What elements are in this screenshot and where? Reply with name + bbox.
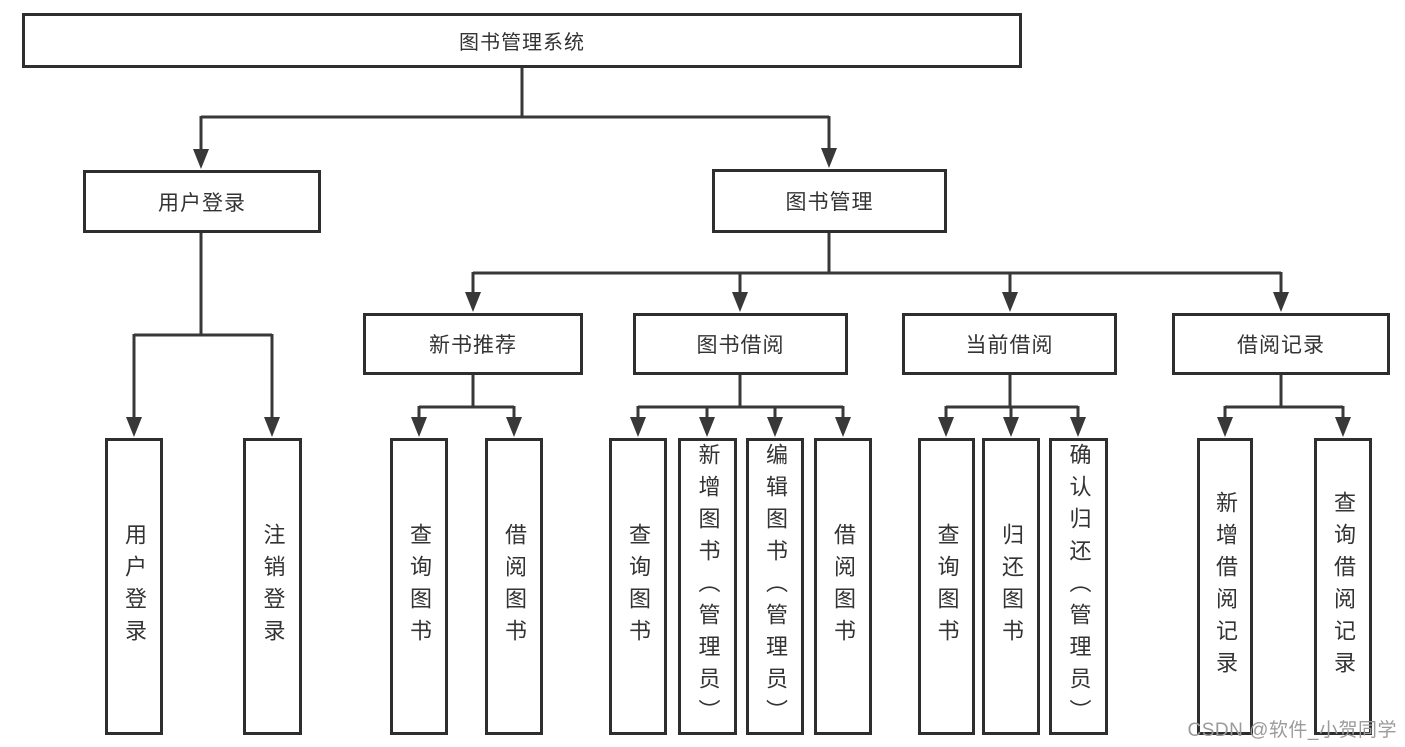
node-book-borrow-label: 图书借阅: [696, 334, 785, 357]
leaf-borrow-query: 查询图书: [609, 438, 667, 735]
leaf-borrow-edit-admin-label: 编辑图书（管理员）: [763, 442, 788, 731]
leaf-current-confirm-admin-label: 确认归还（管理员）: [1066, 442, 1092, 731]
leaf-borrow-add-admin-label: 新增图书（管理员）: [695, 442, 721, 731]
leaf-newbook-query: 查询图书: [390, 438, 448, 735]
leaf-current-return-label: 归还图书: [999, 522, 1024, 651]
node-root-system: 图书管理系统: [22, 13, 1022, 68]
leaf-current-query-label: 查询图书: [934, 522, 960, 651]
leaf-borrow-borrow-label: 借阅图书: [831, 522, 856, 651]
leaf-record-query: 查询借阅记录: [1314, 438, 1372, 735]
leaf-record-add: 新增借阅记录: [1197, 438, 1253, 735]
leaf-borrow-add-admin: 新增图书（管理员）: [678, 438, 737, 735]
leaf-newbook-borrow-label: 借阅图书: [502, 522, 527, 651]
node-new-book-label: 新书推荐: [429, 334, 517, 357]
leaf-current-return: 归还图书: [982, 438, 1040, 735]
leaf-user-login-label: 用户登录: [122, 522, 147, 651]
leaf-logout: 注销登录: [243, 438, 302, 735]
leaf-borrow-query-label: 查询图书: [626, 522, 651, 651]
node-book-management: 图书管理: [712, 169, 947, 233]
node-new-book-recommend: 新书推荐: [363, 313, 583, 375]
node-root-label: 图书管理系统: [459, 32, 585, 54]
node-borrow-record: 借阅记录: [1172, 313, 1390, 375]
node-book-borrow: 图书借阅: [633, 313, 848, 375]
leaf-borrow-edit-admin: 编辑图书（管理员）: [746, 438, 804, 735]
leaf-current-confirm-admin: 确认归还（管理员）: [1049, 438, 1108, 735]
leaf-newbook-borrow: 借阅图书: [485, 438, 543, 735]
node-current-borrow: 当前借阅: [902, 313, 1117, 375]
leaf-borrow-borrow: 借阅图书: [814, 438, 872, 735]
leaf-user-login: 用户登录: [105, 438, 163, 735]
node-book-management-label: 图书管理: [785, 191, 874, 214]
leaf-logout-label: 注销登录: [260, 522, 286, 651]
node-user-login: 用户登录: [83, 170, 321, 233]
node-current-borrow-label: 当前借阅: [965, 334, 1054, 357]
leaf-record-add-label: 新增借阅记录: [1213, 490, 1238, 683]
leaf-newbook-query-label: 查询图书: [407, 522, 432, 651]
csdn-watermark: CSDN @软件_小贺同学: [1187, 720, 1397, 741]
node-borrow-record-label: 借阅记录: [1237, 334, 1325, 357]
leaf-current-query: 查询图书: [918, 438, 975, 735]
node-user-login-label: 用户登录: [158, 191, 246, 215]
leaf-record-query-label: 查询借阅记录: [1331, 490, 1356, 683]
